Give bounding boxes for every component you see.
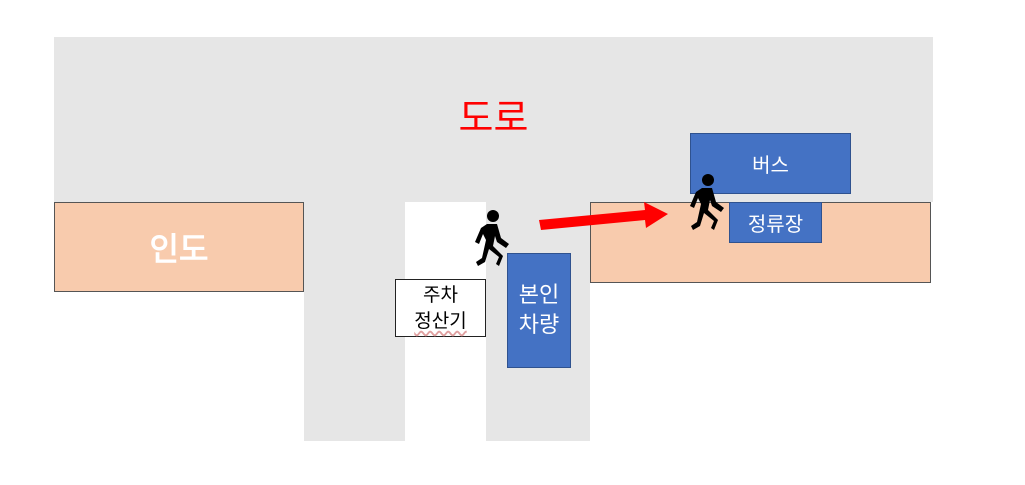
pedestrian-icon [690,174,724,230]
own-vehicle-label-line2: 차량 [518,312,560,338]
sidewalk-label: 인도 [149,230,209,268]
bus-stop: 정류장 [729,202,822,243]
parking-meter: 주차 정산기 [395,279,486,337]
sidewalk-left: 인도 [54,202,304,292]
bus: 버스 [690,133,851,194]
bus-label: 버스 [752,153,789,177]
parking-meter-label-line1: 주차 [423,284,458,306]
parking-lane-left [304,202,405,441]
arrow-right-icon [539,202,668,230]
pedestrian-icon [475,210,509,266]
road-label: 도로 [458,96,529,140]
own-vehicle: 본인 차량 [507,253,571,368]
parking-meter-label-line2: 정산기 [414,310,467,332]
bus-stop-label: 정류장 [747,212,804,236]
own-vehicle-label-line1: 본인 [518,282,560,308]
